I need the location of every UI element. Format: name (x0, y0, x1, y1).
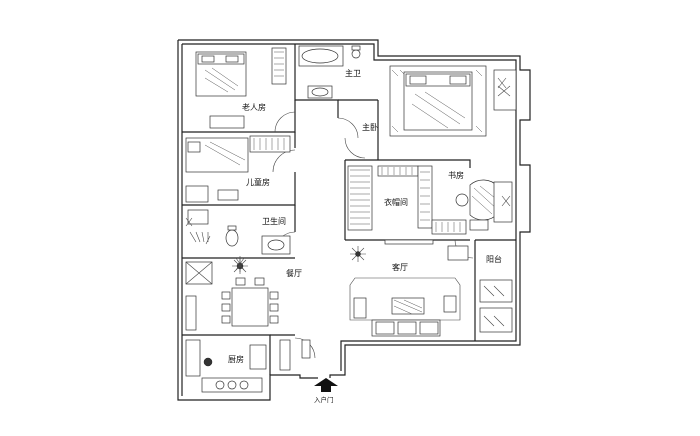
plant-icons (185, 77, 511, 272)
bathroom-fixtures (187, 209, 291, 255)
label-elder-bedroom: 老人房 (242, 102, 266, 112)
label-bathroom: 卫生间 (262, 216, 286, 226)
elder-bedroom-furniture (195, 47, 287, 129)
dining-furniture (185, 258, 279, 331)
master-bath-fixtures (298, 45, 361, 99)
entrance-marker: 入户门 (314, 378, 338, 404)
label-dining-room: 餐厅 (286, 269, 302, 278)
study-furniture (455, 179, 513, 231)
label-entrance: 入户门 (314, 395, 334, 404)
cloakroom-furniture (347, 165, 467, 235)
balcony-furniture (479, 279, 513, 333)
exterior-walls (177, 39, 531, 401)
entrance-arrow-icon (314, 378, 338, 392)
label-master-bedroom: 主卧 (362, 122, 378, 132)
label-balcony: 阳台 (486, 254, 502, 264)
living-room-furniture (349, 239, 469, 337)
label-cloakroom: 衣帽间 (384, 197, 408, 207)
interior-walls (182, 44, 516, 375)
children-room-furniture (185, 135, 291, 203)
label-kitchen: 厨房 (228, 354, 244, 364)
label-master-bath: 主卫 (345, 68, 361, 78)
label-study: 书房 (448, 170, 464, 180)
label-children-room: 儿童房 (246, 177, 270, 187)
kitchen-furniture (185, 339, 311, 393)
master-bedroom-furniture (389, 65, 517, 137)
label-living-room: 客厅 (392, 262, 408, 272)
